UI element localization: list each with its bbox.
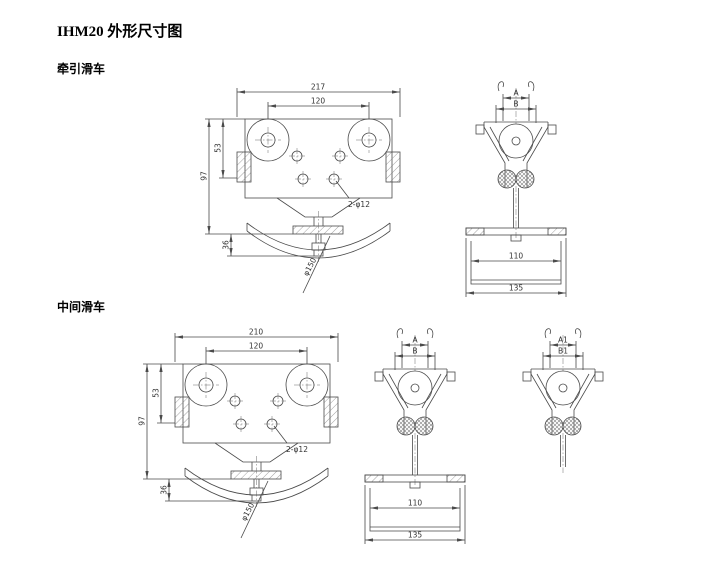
dim-h-body: 97 xyxy=(200,171,209,181)
dim-h-upper: 53 xyxy=(214,143,223,153)
middle-side-view: A B 110 135 xyxy=(365,329,465,544)
page-title: IHM20 外形尺寸图 xyxy=(57,24,183,40)
dim-a: A xyxy=(412,336,418,345)
dim-b: B xyxy=(412,347,417,356)
dim-a: A xyxy=(513,89,519,98)
traction-side-view: A B 110 135 xyxy=(466,82,566,297)
middle-side-view-alt: A1 B1 xyxy=(523,329,603,474)
dim-h-lower: 36 xyxy=(160,485,169,495)
traction-front-view: 217 120 53 97 36 2-φ12 φ150 xyxy=(200,83,401,294)
section-label-middle-trolley: 中间滑车 xyxy=(57,300,106,314)
middle-front-view: 210 120 53 97 36 2-φ12 φ150 xyxy=(138,328,339,539)
dim-channel-outer: 135 xyxy=(408,531,423,540)
dim-b1: B1 xyxy=(558,347,568,356)
dim-channel-outer: 135 xyxy=(509,284,524,293)
dim-channel-inner: 110 xyxy=(509,252,524,261)
dim-b: B xyxy=(513,100,518,109)
dim-wheel-span: 120 xyxy=(249,342,264,351)
dim-channel-inner: 110 xyxy=(408,499,423,508)
dim-h-body: 97 xyxy=(138,416,147,426)
dim-h-lower: 36 xyxy=(222,240,231,250)
dim-total-width: 217 xyxy=(311,83,326,92)
dim-holes: 2-φ12 xyxy=(286,445,308,454)
dim-total-width: 210 xyxy=(249,328,264,337)
dim-h-upper: 53 xyxy=(152,388,161,398)
dim-holes: 2-φ12 xyxy=(348,200,370,209)
dim-wheel-span: 120 xyxy=(311,97,326,106)
section-label-traction-trolley: 牵引滑车 xyxy=(57,62,106,76)
dim-a1: A1 xyxy=(558,336,568,345)
